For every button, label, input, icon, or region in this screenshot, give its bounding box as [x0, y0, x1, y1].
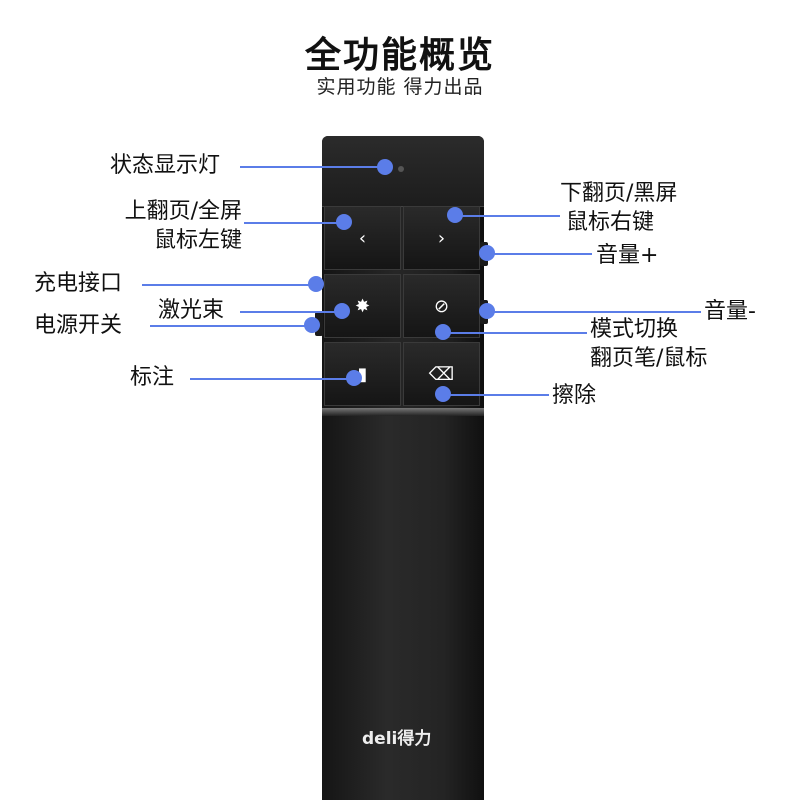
remote-top-panel	[322, 136, 484, 207]
marker-erase	[435, 386, 451, 402]
annotate-button[interactable]: ▮	[324, 342, 401, 406]
leader-volume-down	[487, 311, 701, 313]
label-laser: 激光束	[158, 298, 225, 323]
marker-charge-port	[308, 276, 324, 292]
page-subtitle: 实用功能 得力出品	[316, 76, 484, 98]
marker-next	[447, 207, 463, 223]
leader-volume-up	[487, 253, 592, 255]
label-erase: 擦除	[552, 383, 597, 408]
label-prev-line2: 鼠标左键	[153, 228, 242, 253]
leader-annotate	[190, 378, 354, 380]
label-next-line1: 下翻页/黑屏	[560, 181, 678, 206]
page-title: 全功能概览	[304, 35, 495, 76]
chevron-left-icon: ‹	[358, 227, 367, 249]
label-mode-line2: 翻页笔/鼠标	[590, 346, 708, 371]
label-volume-up: 音量+	[596, 243, 659, 268]
leader-prev	[244, 222, 344, 224]
label-volume-down: 音量-	[704, 299, 756, 324]
marker-status-led	[377, 159, 393, 175]
marker-laser	[334, 303, 350, 319]
label-charge-port: 充电接口	[34, 271, 123, 296]
leader-charge-port	[142, 284, 316, 286]
label-mode-line1: 模式切换	[590, 317, 679, 342]
label-prev-line1: 上翻页/全屏	[124, 199, 242, 224]
marker-power-switch	[304, 317, 320, 333]
chevron-right-icon: ›	[437, 227, 446, 249]
marker-annotate	[346, 370, 362, 386]
label-power-switch: 电源开关	[34, 313, 123, 338]
pen-icon: ▮	[357, 363, 368, 385]
leader-erase	[443, 394, 549, 396]
mode-icon: ⊘	[433, 295, 450, 317]
eraser-icon: ⌫	[428, 363, 455, 385]
leader-power-switch	[150, 325, 312, 327]
marker-volume-down	[479, 303, 495, 319]
leader-status-led	[240, 166, 385, 168]
marker-mode	[435, 324, 451, 340]
presenter-remote: ‹ › ✸ ⊘ ▮ ⌫ deli得力	[322, 136, 484, 800]
prev-page-button[interactable]: ‹	[324, 206, 401, 270]
laser-icon: ✸	[354, 295, 371, 317]
label-annotate: 标注	[130, 365, 175, 390]
marker-volume-up	[479, 245, 495, 261]
leader-laser	[240, 311, 342, 313]
label-next-line2: 鼠标右键	[566, 210, 655, 235]
remote-handle	[322, 416, 484, 800]
marker-prev	[336, 214, 352, 230]
brand-logo: deli得力	[362, 729, 432, 749]
leader-next	[455, 215, 560, 217]
divider-band	[322, 408, 484, 416]
leader-mode	[443, 332, 587, 334]
status-led	[398, 166, 404, 172]
label-status-led: 状态显示灯	[110, 153, 221, 178]
